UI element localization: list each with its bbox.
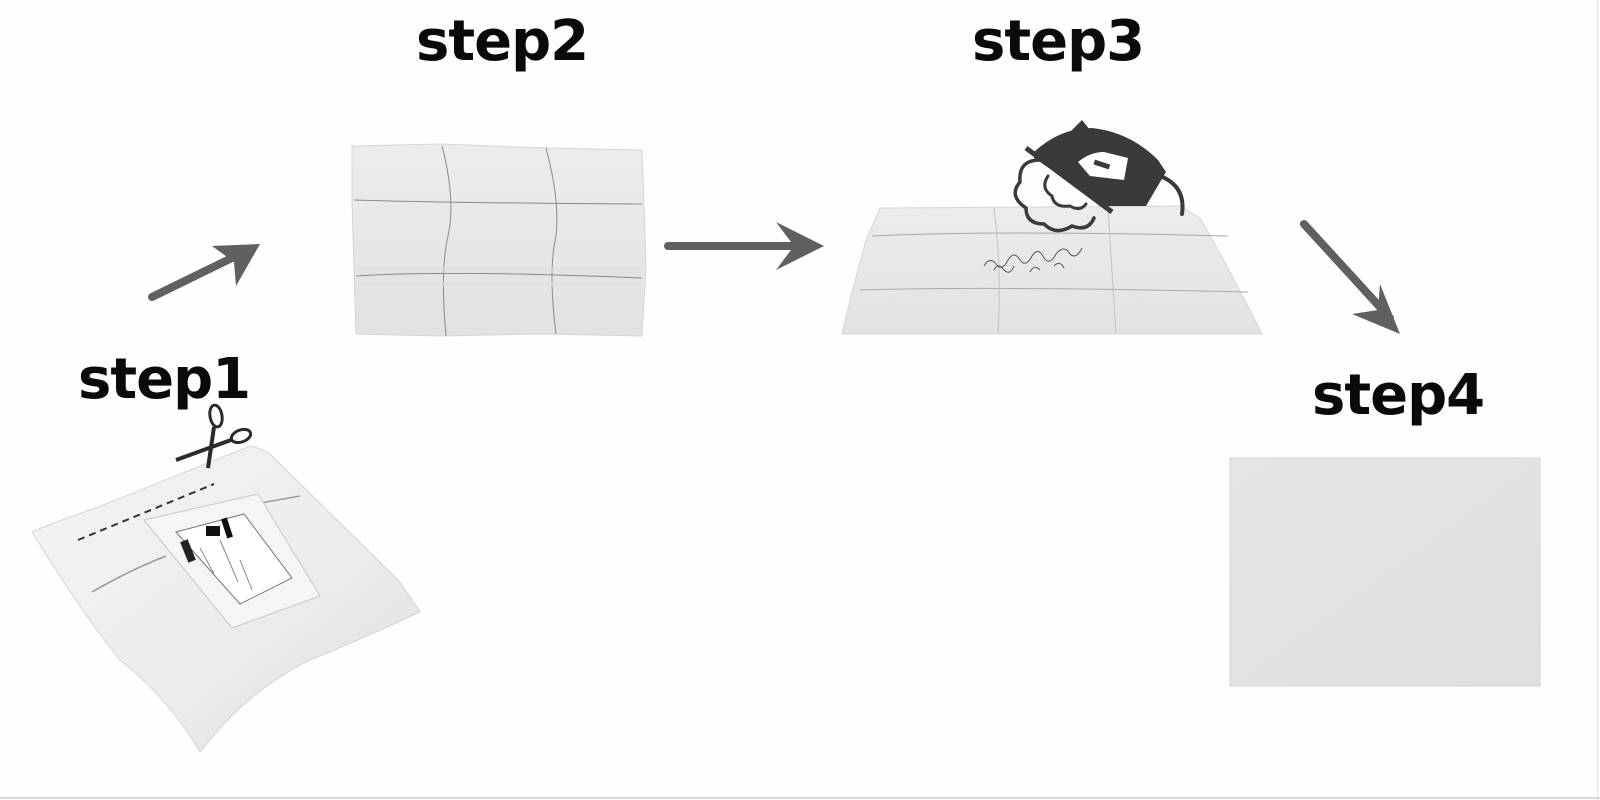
step3-label: step3 bbox=[972, 9, 1145, 74]
arrow-step1-to-step2 bbox=[148, 244, 260, 301]
arrow-step2-to-step3 bbox=[664, 222, 824, 270]
step1-label: step1 bbox=[78, 347, 251, 412]
wrinkle-marks bbox=[983, 247, 1083, 273]
step2-unfolded-sheet bbox=[351, 143, 647, 337]
step4-label: step4 bbox=[1312, 363, 1485, 428]
steam-iron-icon bbox=[1013, 120, 1185, 233]
step4-flat-sheet bbox=[1229, 457, 1541, 687]
step1-package-illustration bbox=[31, 403, 421, 753]
bottom-border-line bbox=[0, 797, 1600, 799]
package-label bbox=[143, 493, 321, 629]
right-border-line bbox=[1597, 0, 1598, 800]
step2-label: step2 bbox=[416, 9, 589, 74]
step3-ironing-sheet bbox=[841, 120, 1263, 335]
scissors-icon bbox=[175, 403, 253, 469]
arrow-step3-to-step4 bbox=[1300, 220, 1400, 334]
